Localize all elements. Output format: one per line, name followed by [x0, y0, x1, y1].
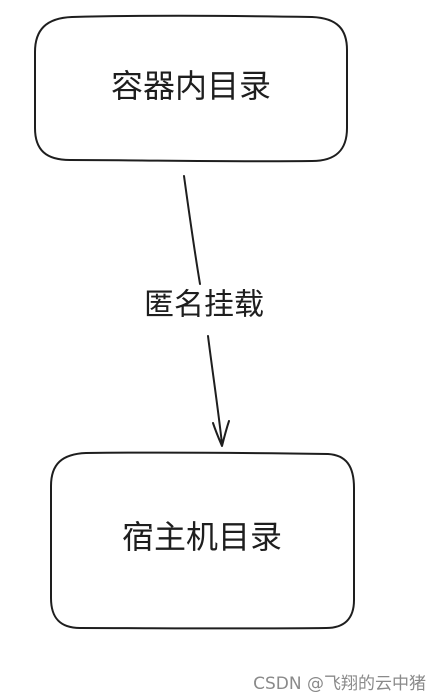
- watermark: CSDN @飞翔的云中猪: [253, 674, 426, 694]
- arrowhead-icon: [212, 420, 230, 447]
- node-host-dir-border: [50, 451, 355, 630]
- node-container-dir-label: 容器内目录: [111, 67, 271, 105]
- node-host-dir-label: 宿主机目录: [122, 518, 282, 556]
- edge-anonymous-mount: 匿名挂载: [144, 175, 264, 447]
- node-container-dir[interactable]: 容器内目录: [34, 14, 348, 163]
- edge-line-lower: [207, 335, 223, 445]
- edge-anonymous-mount-label: 匿名挂载: [144, 288, 264, 323]
- edge-line-upper: [183, 175, 201, 285]
- node-host-dir[interactable]: 宿主机目录: [50, 451, 355, 630]
- node-container-dir-border: [34, 14, 348, 163]
